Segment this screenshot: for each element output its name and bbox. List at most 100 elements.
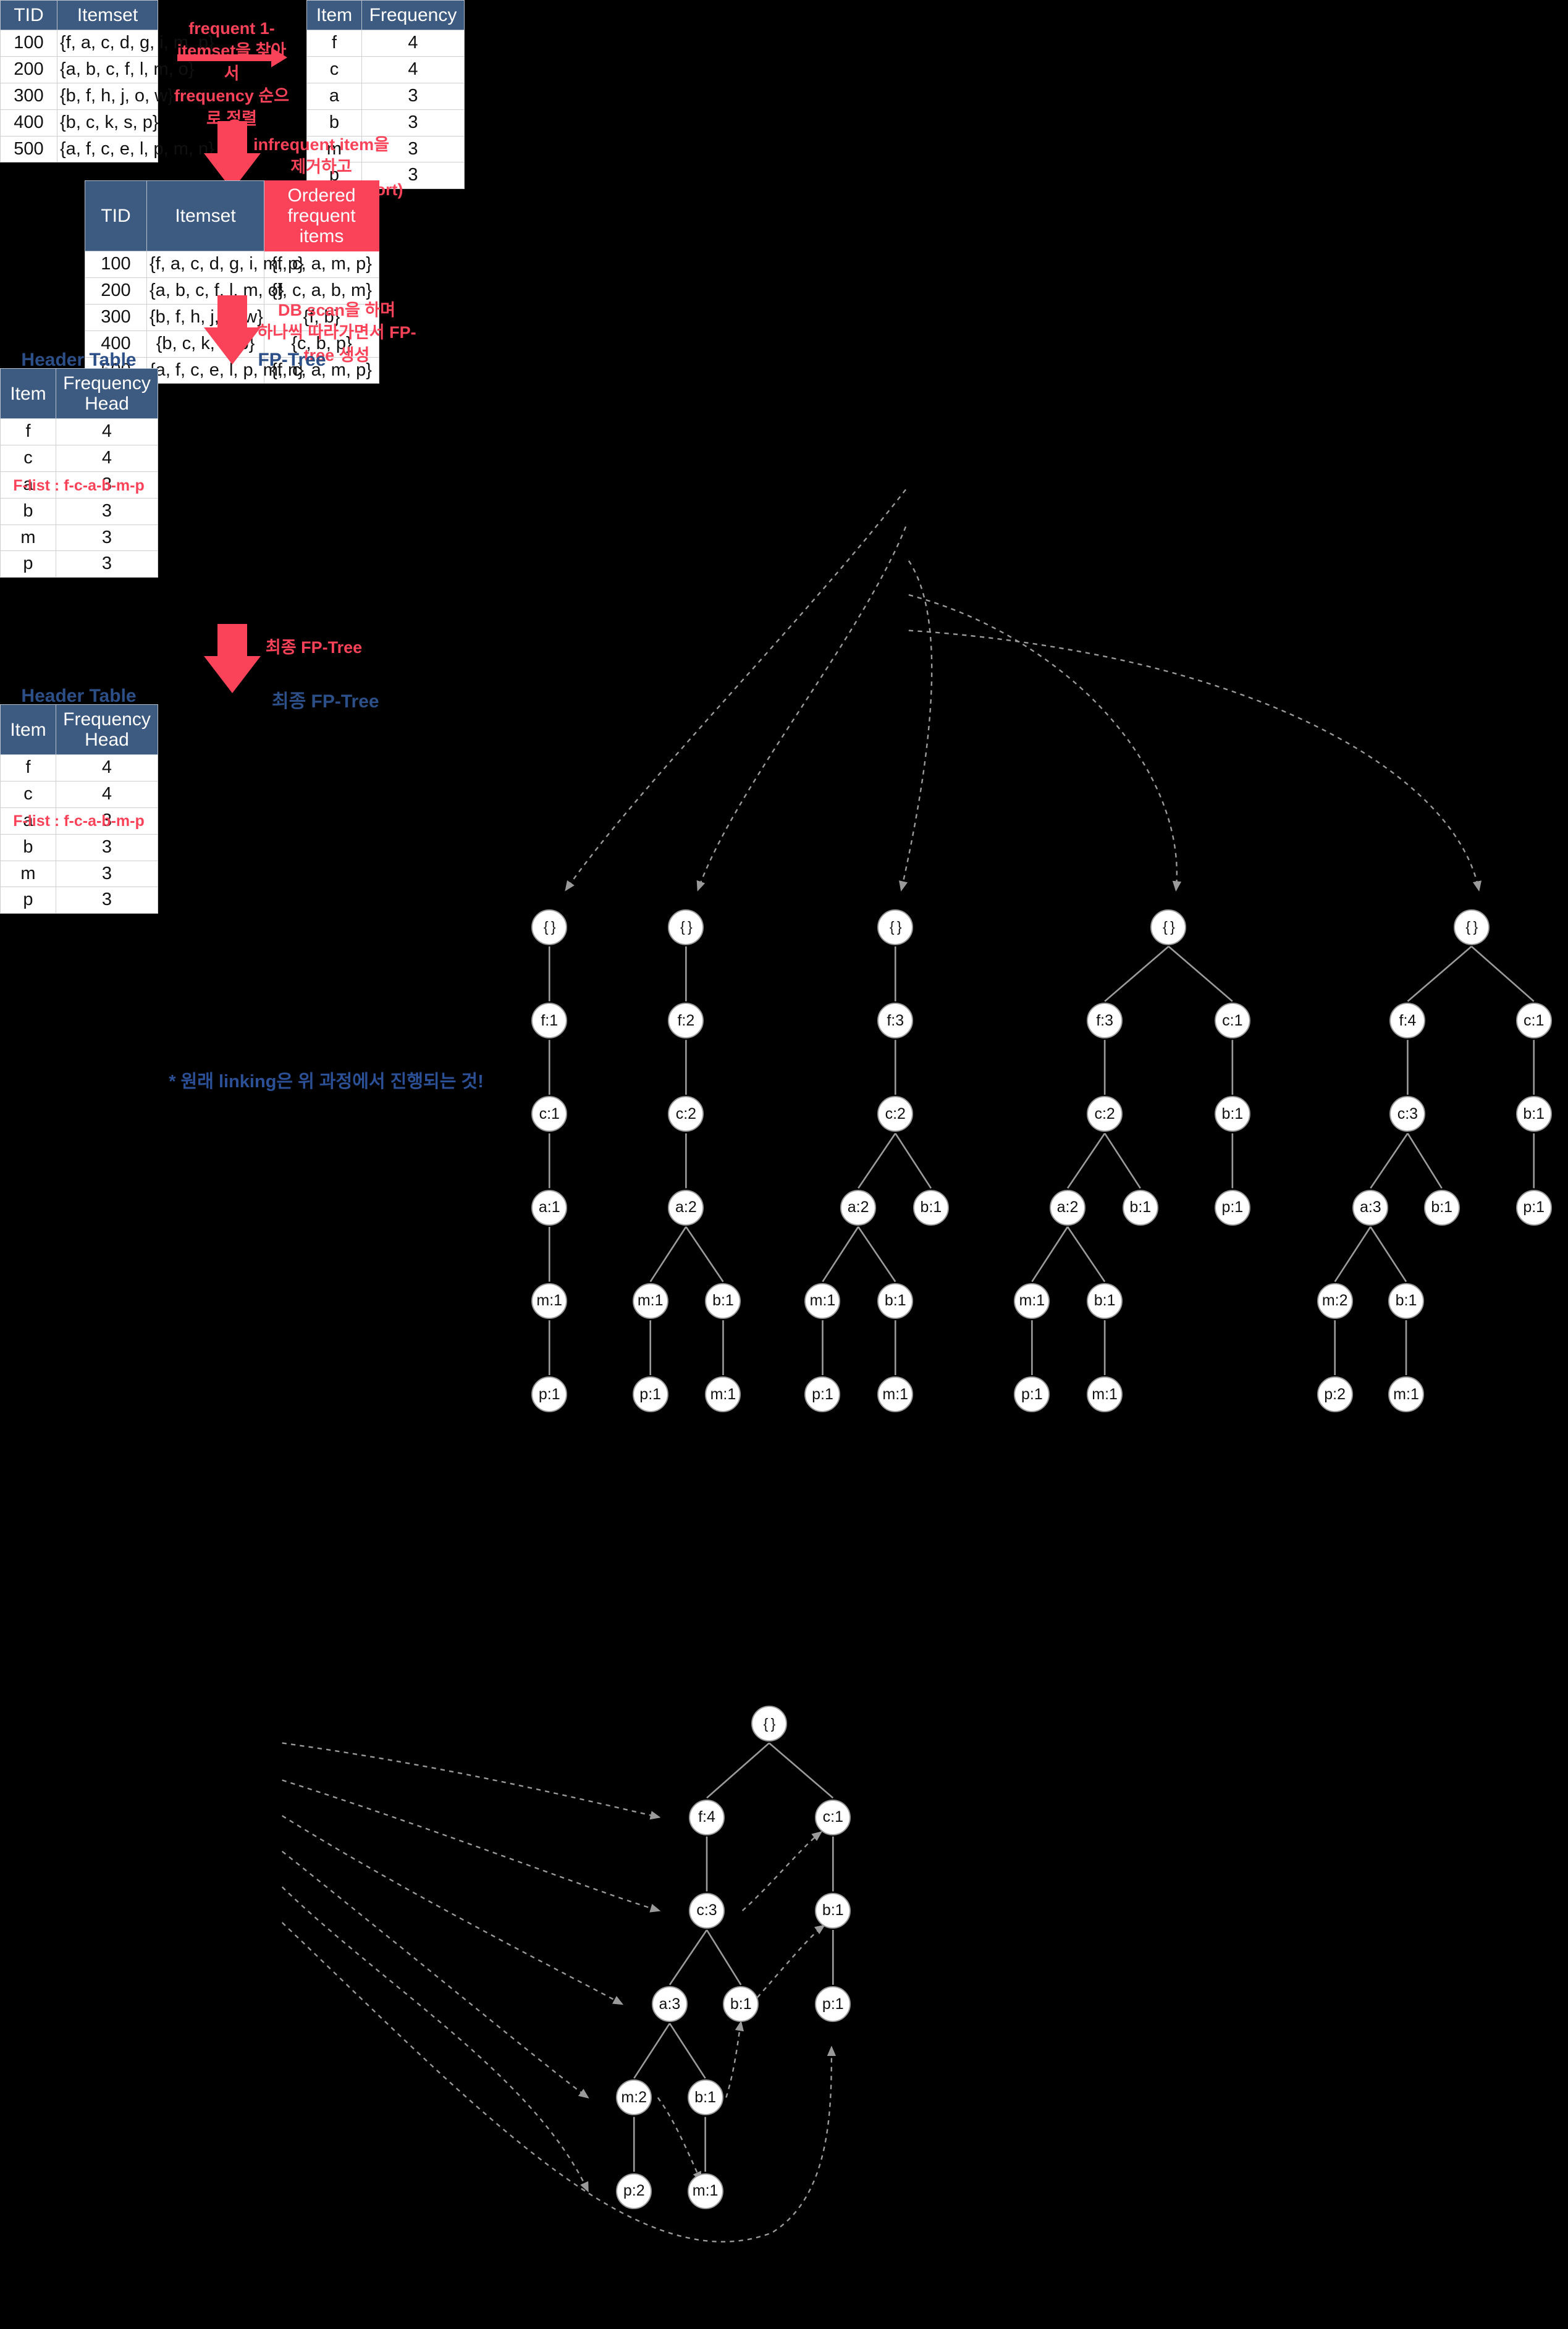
table-row: 300{b, f, h, j, o, w} — [0, 82, 174, 110]
header3-cell: 3 — [56, 550, 158, 578]
header4-cell: 3 — [56, 807, 158, 835]
header4-cell: 4 — [56, 780, 158, 808]
transaction-cell: 400 — [0, 109, 57, 137]
transaction-cell: 300 — [0, 82, 57, 110]
col-frequency-head: Frequency Head — [56, 704, 158, 755]
header3-cell: 3 — [56, 471, 158, 499]
ordered-cell: {f, c, a, m, p} — [264, 251, 379, 278]
table-header-row: Item Frequency — [306, 0, 465, 30]
fp-tree-title-step4: 최종 FP-Tree — [272, 691, 379, 712]
header-table-title-step4: Header Table — [21, 686, 137, 706]
transaction-cell: 200 — [0, 56, 57, 83]
col-tid: TID — [0, 0, 57, 30]
header4-cell: 3 — [56, 860, 158, 888]
ordered-cell: 400 — [85, 330, 147, 358]
col-ordered-frequent-items: Ordered frequent items — [264, 180, 379, 251]
header3-cell: 3 — [56, 524, 158, 552]
annotation-step4: 최종 FP-Tree — [265, 638, 363, 657]
col-item: Item — [0, 704, 56, 755]
header4-cell: a — [0, 807, 56, 835]
footnote-linking: * 원래 linking은 위 과정에서 진행되는 것! — [169, 1072, 484, 1092]
arrow-down-step4 — [204, 624, 261, 693]
flist-step4: F-list : f-c-a-b-m-p — [13, 812, 145, 830]
table-header-row: TID Itemset — [0, 0, 158, 30]
flist-step3: F-list : f-c-a-b-m-p — [13, 477, 145, 494]
frequency-cell: 3 — [361, 135, 465, 163]
header4-cell: c — [0, 780, 56, 808]
transaction-cell: 500 — [0, 135, 57, 163]
frequency-cell: 3 — [361, 109, 465, 137]
ordered-cell: 200 — [85, 277, 147, 305]
col-tid: TID — [85, 180, 147, 251]
header-table-title-step3: Header Table — [21, 350, 137, 370]
ordered-cell: {f, c, a, m, p} — [264, 356, 379, 384]
header4-cell: 4 — [56, 754, 158, 781]
col-item: Item — [0, 368, 56, 419]
header4-cell: p — [0, 887, 56, 914]
header3-cell: c — [0, 444, 56, 472]
transaction-cell: 100 — [0, 30, 57, 57]
header4-cell: m — [0, 860, 56, 888]
table-header-row: Item Frequency Head — [0, 368, 158, 419]
header4-cell: 3 — [56, 833, 158, 861]
table-row: 400{b, c, k, s, p} — [0, 109, 159, 137]
ordered-cell: 100 — [85, 251, 147, 278]
header3-cell: 3 — [56, 497, 158, 525]
header4-cell: f — [0, 754, 56, 781]
frequency-cell: c — [306, 56, 362, 83]
header4-cell: b — [0, 833, 56, 861]
fp-tree-title-step3: FP-Tree — [258, 350, 326, 370]
col-item: Item — [306, 0, 362, 30]
header3-cell: f — [0, 418, 56, 445]
col-frequency: Frequency — [361, 0, 465, 30]
ordered-cell: {f, b} — [264, 303, 379, 331]
header3-cell: a — [0, 471, 56, 499]
frequency-cell: 4 — [361, 30, 465, 57]
frequency-cell: 4 — [361, 56, 465, 83]
frequency-cell: m — [306, 135, 362, 163]
annotation-step3: DB scan을 하며 하나씩 따라가면서 FP-tree 생성 — [257, 301, 416, 364]
transactions-table: TID Itemset 100{f, a, c, d, g, i, m, p}2… — [0, 0, 214, 163]
ordered-cell: {a, b, c, f, l, m, o} — [146, 277, 284, 305]
table-row: 200{a, b, c, f, l, m, o}{f, c, a, b, m} — [85, 277, 379, 305]
frequency-cell: f — [306, 30, 362, 57]
frequency-cell: a — [306, 82, 362, 110]
table-header-row: Item Frequency Head — [0, 704, 158, 755]
header3-cell: 4 — [56, 418, 158, 445]
col-itemset: Itemset — [146, 180, 264, 251]
arrow-down-step3 — [204, 295, 261, 364]
frequency-cell: 3 — [361, 82, 465, 110]
col-itemset: Itemset — [57, 0, 158, 30]
ordered-cell: {c, b, p} — [264, 330, 379, 358]
ordered-cell: {f, c, a, b, m} — [264, 277, 379, 305]
table-row: 100{f, a, c, d, g, i, m, p}{f, c, a, m, … — [85, 251, 379, 278]
transaction-cell: {b, c, k, s, p} — [57, 109, 159, 137]
col-frequency-head: Frequency Head — [56, 368, 158, 419]
header4-cell: 3 — [56, 887, 158, 914]
table-header-row: TID Itemset Ordered frequent items — [85, 180, 379, 251]
ordered-cell: 300 — [85, 303, 147, 331]
transaction-cell: {b, f, h, j, o, w} — [57, 82, 174, 110]
header3-cell: 4 — [56, 444, 158, 472]
